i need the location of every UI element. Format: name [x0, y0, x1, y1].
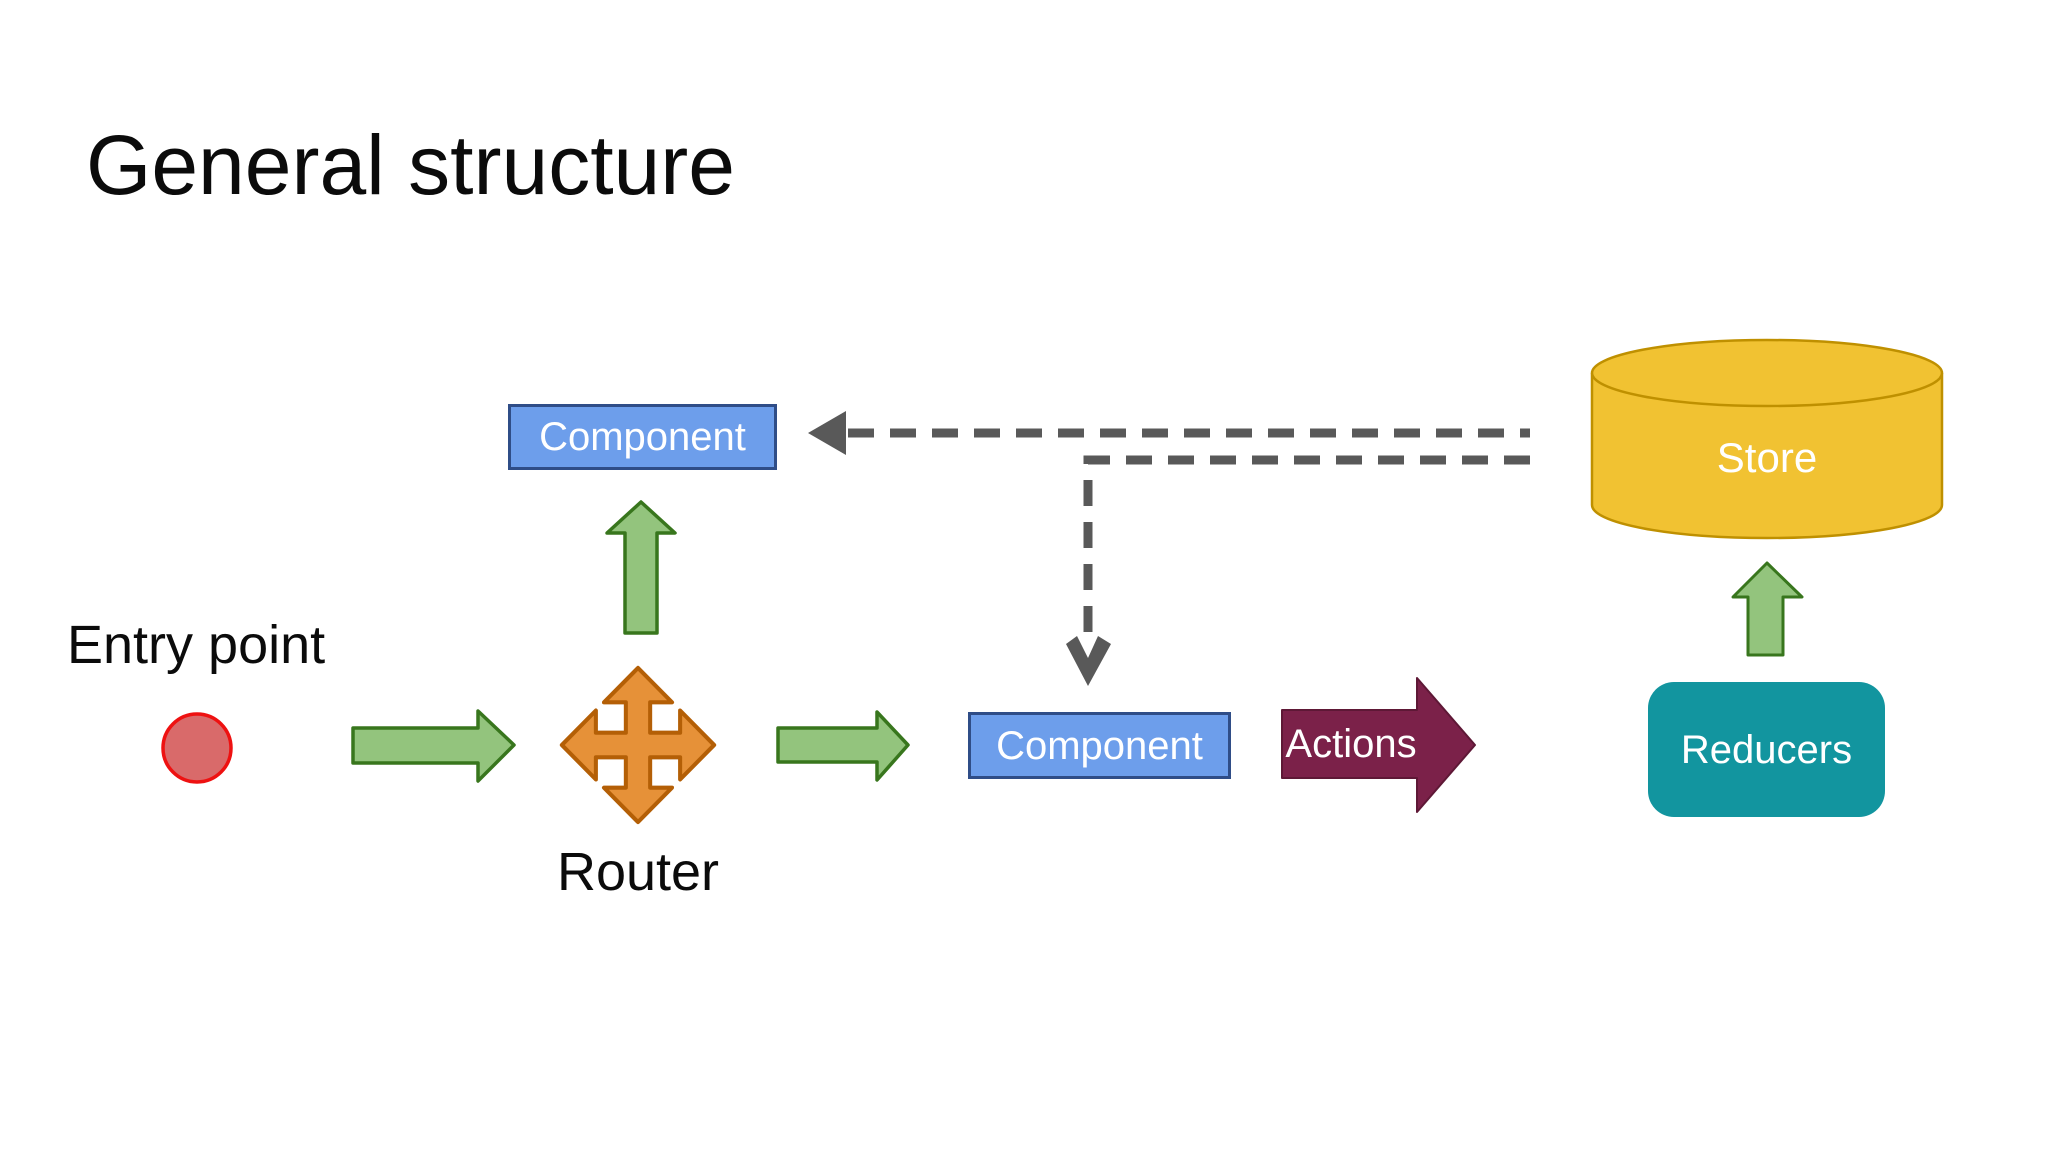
component-top-label: Component: [539, 415, 746, 459]
entry-point-label: Entry point: [67, 615, 326, 675]
actions-label: Actions: [1285, 722, 1417, 766]
page-title: General structure: [86, 118, 735, 212]
reducers-label: Reducers: [1680, 727, 1853, 772]
arrow-router-to-component-top: [605, 500, 677, 635]
arrow-entry-to-router: [351, 709, 516, 783]
component-main-box: Component: [968, 712, 1231, 779]
actions-arrow-shape: [1281, 677, 1476, 813]
router-label: Router: [556, 842, 720, 902]
store-label: Store: [1716, 434, 1818, 481]
entry-point-dot-icon: [161, 712, 233, 784]
dashed-arrow-store-to-component-top: [808, 411, 1530, 455]
arrow-router-to-component-main: [776, 710, 910, 782]
arrow-reducers-to-store: [1731, 561, 1804, 657]
dashed-arrow-store-to-component-main: [1066, 455, 1530, 686]
store-cylinder-icon: [1590, 338, 1944, 540]
component-main-label: Component: [996, 723, 1203, 768]
reducers-box: Reducers: [1648, 682, 1885, 817]
router-move-icon: [559, 665, 717, 825]
component-top-box: Component: [508, 404, 777, 470]
